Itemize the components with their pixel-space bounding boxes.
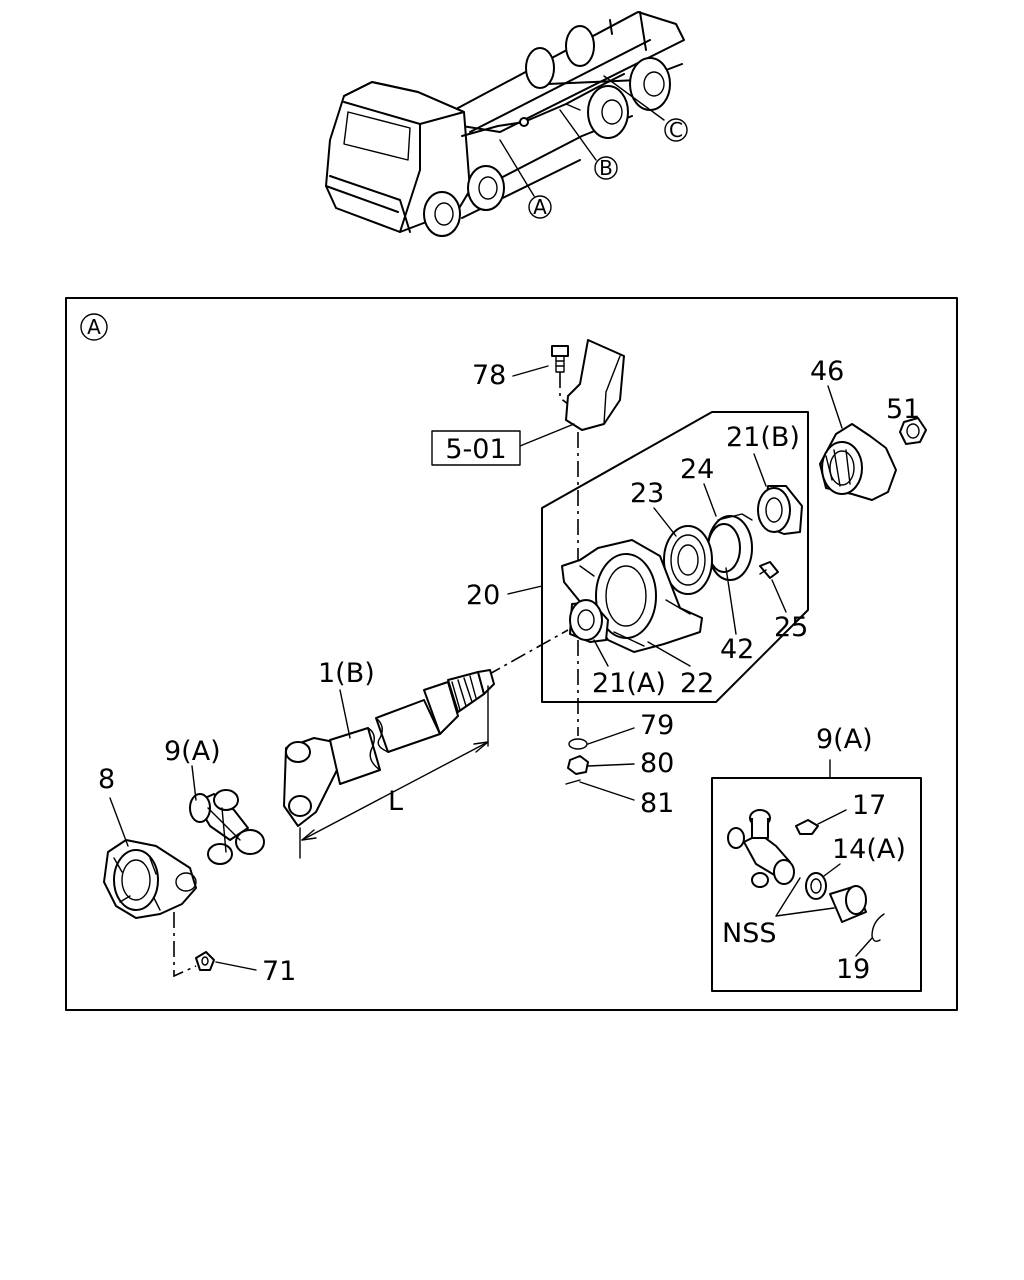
- label-24: 24: [680, 454, 714, 485]
- label-42: 42: [720, 634, 754, 665]
- grease-fitting-25: [759, 561, 779, 579]
- nut-71: [195, 951, 215, 971]
- inset-grease-fitting-17: [795, 819, 819, 835]
- ref-box-5-01: [431, 430, 521, 466]
- leader-24: [703, 483, 717, 517]
- label-71: 71: [262, 956, 296, 987]
- label-8: 8: [98, 764, 115, 795]
- leader-1b: [339, 689, 351, 739]
- axis-nut-71: [173, 912, 197, 978]
- inset-snap-ring-19: [871, 913, 885, 943]
- label-20: 20: [466, 580, 500, 611]
- inset-cross-spider: [727, 809, 795, 888]
- label-46: 46: [810, 356, 844, 387]
- label-1b: 1(B): [318, 658, 375, 689]
- callout-c: C: [664, 118, 688, 142]
- leader-14a: [823, 863, 841, 877]
- propeller-shaft-1b: [283, 669, 495, 827]
- leader-nss: [775, 877, 835, 917]
- label-21a: 21(A): [592, 668, 666, 699]
- leader-callout-a: [499, 139, 535, 197]
- label-51: 51: [886, 394, 920, 425]
- cotter-pin-81: [565, 779, 581, 785]
- label-78: 78: [472, 360, 506, 391]
- callout-b: B: [594, 156, 618, 180]
- companion-flange-46: [819, 423, 897, 501]
- seal-21b: [757, 485, 803, 535]
- label-9a: 9(A): [164, 736, 221, 767]
- wheels: [423, 25, 671, 237]
- label-21b: 21(B): [726, 422, 800, 453]
- detail-a-frame: [65, 297, 958, 1011]
- leader-46: [827, 385, 843, 429]
- inset-9a-frame: [711, 777, 922, 992]
- nut-80: [567, 755, 589, 775]
- leader-19: [855, 937, 873, 957]
- bracket-5-01: [565, 339, 625, 431]
- label-19: 19: [836, 954, 870, 985]
- label-17: 17: [852, 790, 886, 821]
- label-nss: NSS: [722, 918, 776, 949]
- inset-9a-title: 9(A): [816, 724, 873, 755]
- inset-seal-14a: [805, 872, 827, 900]
- leader-22: [647, 641, 691, 667]
- svg-text:B: B: [599, 156, 613, 180]
- callout-a: A: [528, 195, 552, 219]
- leader-9a: [191, 765, 197, 801]
- propeller-shaft-route: [461, 73, 625, 137]
- universal-joint-9a: [189, 789, 265, 865]
- svg-text:C: C: [669, 118, 683, 142]
- label-22: 22: [680, 668, 714, 699]
- leader-25: [771, 579, 787, 613]
- nut-51: [899, 417, 927, 445]
- leader-42: [725, 567, 737, 635]
- center-bearing-group-outline: [541, 411, 809, 703]
- label-l: L: [388, 786, 403, 817]
- detail-a-tag: A: [80, 313, 108, 341]
- label-80: 80: [640, 748, 674, 779]
- leader-21a: [593, 639, 609, 667]
- leader-callout-c: [603, 75, 665, 121]
- leader-23: [653, 507, 677, 537]
- svg-text:A: A: [533, 195, 547, 219]
- label-79: 79: [640, 710, 674, 741]
- leader-79: [587, 727, 635, 745]
- ref-box-5-01-text: 5-01: [445, 434, 506, 465]
- axis-shaft: [485, 629, 569, 677]
- leader-71: [215, 961, 257, 971]
- leader-21b: [753, 453, 767, 487]
- svg-text:A: A: [87, 315, 101, 339]
- slinger-24: [707, 513, 753, 581]
- leader-81: [579, 781, 635, 801]
- dimension-l: [299, 685, 489, 859]
- leader-78: [512, 365, 549, 377]
- label-25: 25: [774, 612, 808, 643]
- leader-5-01: [519, 423, 575, 447]
- truck-overview: A B C: [325, 11, 688, 237]
- inset-bearing-cup: [829, 885, 867, 923]
- label-14a: 14(A): [832, 834, 906, 865]
- label-23: 23: [630, 478, 664, 509]
- leader-17: [817, 809, 847, 825]
- leader-20: [507, 585, 543, 595]
- washer-79: [568, 738, 588, 750]
- label-81: 81: [640, 788, 674, 819]
- bolt-78: [551, 345, 569, 373]
- leader-8: [109, 797, 129, 847]
- seal-21a: [569, 599, 609, 643]
- leader-80: [587, 763, 635, 767]
- leader-callout-b: [559, 109, 597, 161]
- bearing-23: [663, 525, 713, 595]
- flange-yoke-8: [103, 839, 197, 919]
